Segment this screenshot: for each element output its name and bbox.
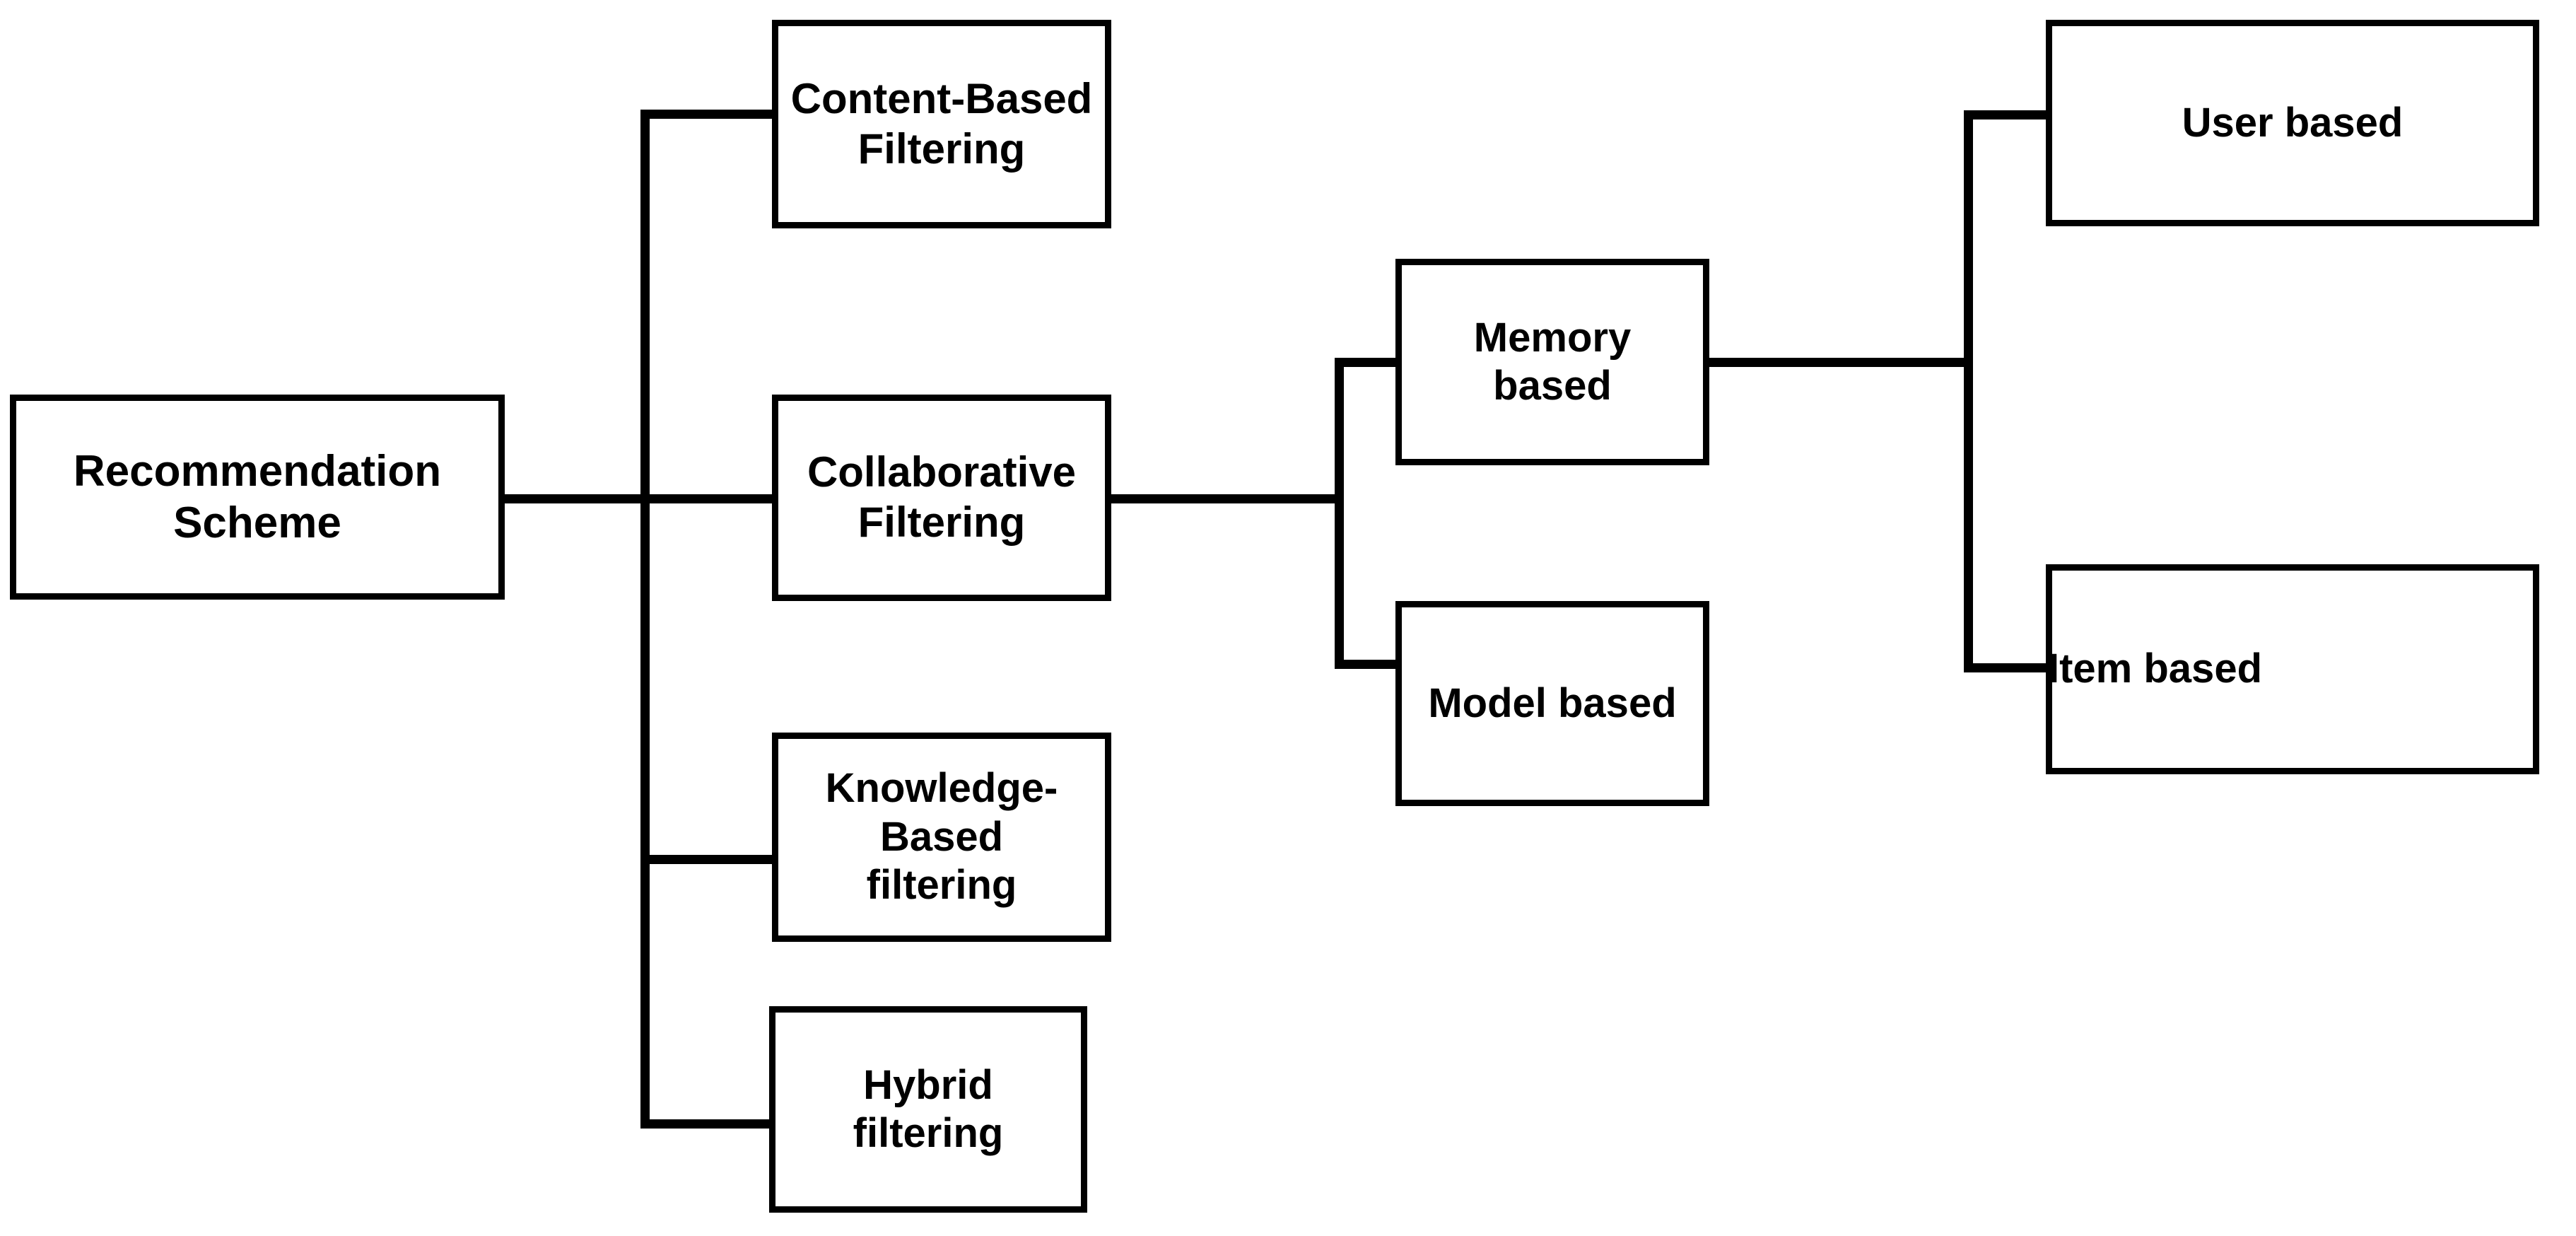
node-label-knowledge-based-filtering: Knowledge-Based filtering bbox=[825, 765, 1058, 909]
node-collaborative-filtering[interactable]: Collaborative Filtering bbox=[772, 395, 1111, 601]
edge-memory-based-to-spine bbox=[1706, 358, 1968, 367]
node-label-collaborative-filtering: Collaborative Filtering bbox=[807, 448, 1077, 546]
node-label-hybrid-filtering: Hybrid filtering bbox=[853, 1061, 1004, 1156]
edge-spine-to-user-based bbox=[1964, 110, 2049, 119]
edge-spine-to-model-based bbox=[1335, 660, 1398, 669]
edge-root-to-spine bbox=[502, 494, 774, 503]
node-user-based[interactable]: User based bbox=[2046, 20, 2539, 226]
edge-spine-to-hybrid bbox=[640, 1119, 775, 1129]
edge-spine-to-knowledge-based bbox=[640, 855, 775, 864]
node-label-model-based: Model based bbox=[1428, 680, 1677, 726]
node-label-content-based-filtering: Content-Based Filtering bbox=[790, 74, 1093, 173]
edge-spine-level2 bbox=[1335, 358, 1344, 669]
node-label-recommendation-scheme: Recommendation Scheme bbox=[73, 446, 442, 547]
node-label-item-based: Item based bbox=[2048, 646, 2262, 692]
edge-spine-to-memory-based bbox=[1335, 358, 1398, 367]
node-model-based[interactable]: Model based bbox=[1395, 601, 1709, 806]
edge-spine-to-content-based bbox=[640, 110, 775, 119]
node-memory-based[interactable]: Memory based bbox=[1395, 259, 1709, 465]
node-content-based-filtering[interactable]: Content-Based Filtering bbox=[772, 20, 1111, 228]
node-recommendation-scheme[interactable]: Recommendation Scheme bbox=[10, 395, 505, 600]
node-label-user-based: User based bbox=[2182, 99, 2404, 146]
edge-spine-to-item-based bbox=[1964, 663, 2049, 672]
node-hybrid-filtering[interactable]: Hybrid filtering bbox=[769, 1006, 1087, 1213]
node-knowledge-based-filtering[interactable]: Knowledge-Based filtering bbox=[772, 733, 1111, 942]
node-item-based[interactable]: Item based bbox=[2046, 564, 2539, 774]
edge-spine-level1 bbox=[640, 110, 650, 1129]
edge-spine-level3 bbox=[1964, 110, 1973, 672]
edge-collaborative-to-spine bbox=[1110, 494, 1343, 503]
node-label-memory-based: Memory based bbox=[1473, 314, 1632, 409]
